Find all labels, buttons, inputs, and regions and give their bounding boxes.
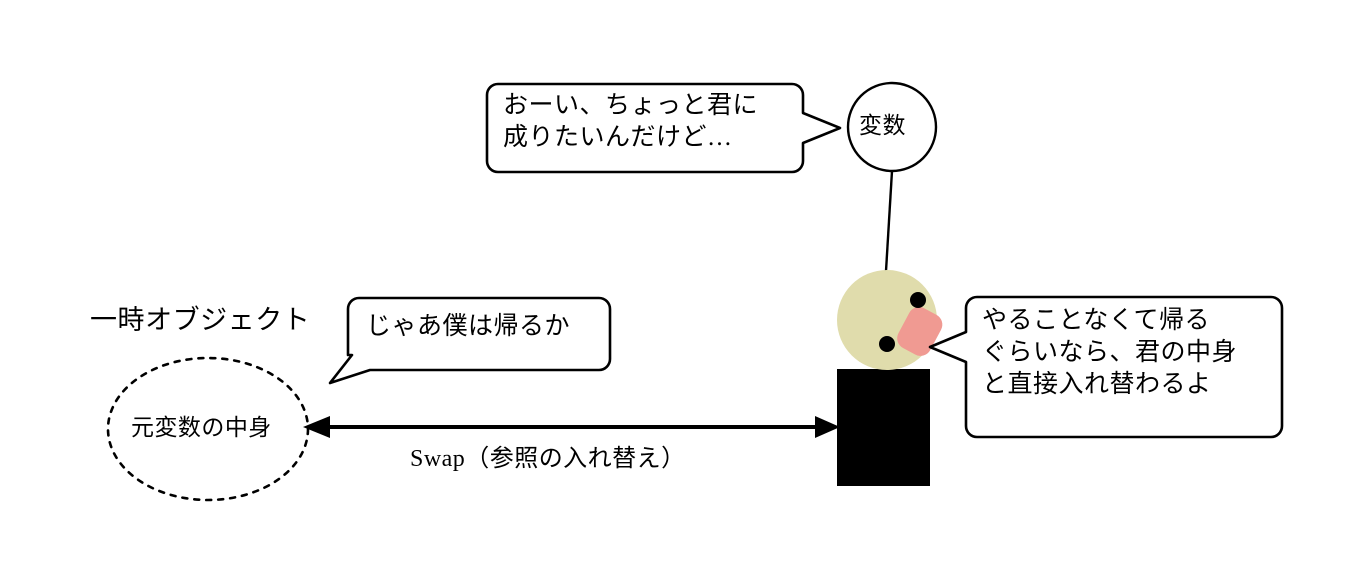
character-mouth	[897, 307, 943, 356]
character-head	[837, 270, 937, 370]
character-eye-right	[910, 292, 926, 308]
temp-object-title-label: 一時オブジェクト	[90, 305, 311, 335]
swap-arrow-head-left	[303, 416, 330, 438]
variable-connector-line	[884, 170, 894, 272]
temp-object-ellipse-label: 元変数の中身	[131, 415, 272, 440]
character-figure	[837, 270, 943, 486]
swap-arrow-label: Swap（参照の入れ替え）	[410, 446, 686, 472]
swap-arrow	[303, 416, 840, 438]
character-body	[837, 369, 930, 486]
speech-bubble-left-text: じゃあ僕は帰るか	[366, 313, 571, 340]
character-eye-left	[879, 336, 895, 352]
swap-arrow-head-right	[815, 416, 840, 438]
variable-circle-label: 変数	[859, 113, 906, 138]
speech-bubble-right-text: やることなくて帰る ぐらいなら、君の中身 と直接入れ替わるよ	[982, 307, 1238, 398]
speech-bubble-top-text: おーい、ちょっと君に 成りたいんだけど…	[503, 92, 759, 151]
